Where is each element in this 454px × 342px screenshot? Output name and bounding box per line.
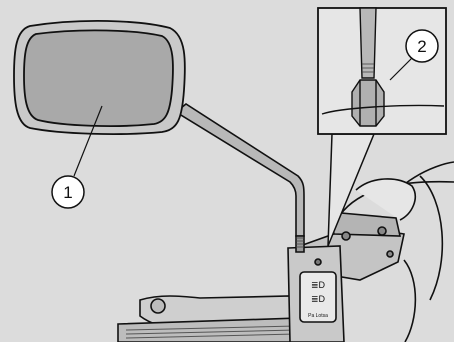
callout-1-label: 1 bbox=[63, 183, 72, 202]
mirror bbox=[14, 21, 185, 134]
low-beam-icon: ≣D bbox=[311, 294, 326, 304]
handlebar bbox=[118, 296, 300, 342]
mirror-stem bbox=[176, 104, 304, 252]
high-beam-icon: ≣D bbox=[311, 280, 326, 290]
switch-bottom-label: Pa Lotsa bbox=[308, 313, 328, 319]
callout-2-label: 2 bbox=[417, 37, 426, 56]
inset-detail: 2 bbox=[318, 8, 446, 246]
